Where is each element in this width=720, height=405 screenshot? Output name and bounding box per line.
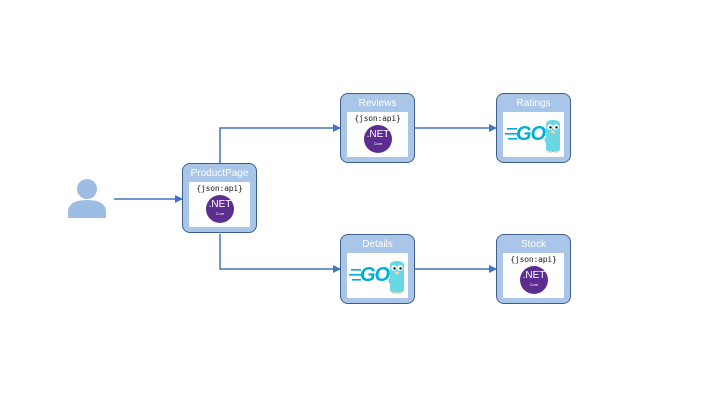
user-icon [68, 179, 106, 218]
service-title: ProductPage [190, 168, 249, 179]
jsonapi-label: {json:api} [196, 184, 243, 193]
go-speed-lines-icon [349, 269, 361, 281]
service-title: Stock [520, 239, 546, 250]
arrow-productpage-to-reviews [219, 124, 341, 163]
service-title: Reviews [358, 98, 397, 109]
dotnet-core-icon: .NET Core [206, 195, 234, 223]
stock-service-box[interactable]: Stock {json:api} .NET Core [496, 234, 571, 304]
dotnet-jsonapi-logo: {json:api} .NET Core [347, 112, 408, 157]
productpage-service-box[interactable]: ProductPage {json:api} .NET Core [182, 163, 257, 233]
go-gopher-logo: GO [347, 253, 408, 298]
details-service-box[interactable]: Details GO [340, 234, 415, 304]
dotnet-core-label: Core [373, 141, 383, 146]
dotnet-core-label: Core [529, 282, 539, 287]
go-label: GO [516, 123, 546, 145]
gopher-icon [388, 261, 404, 294]
go-speed-lines-icon [505, 128, 517, 140]
dotnet-jsonapi-logo: {json:api} .NET Core [503, 253, 564, 298]
jsonapi-label: {json:api} [510, 255, 557, 264]
go-label: GO [360, 264, 390, 286]
go-gopher-logo: GO [503, 112, 564, 157]
service-title: Details [362, 239, 393, 250]
dotnet-core-icon: .NET Core [364, 125, 392, 153]
dotnet-label: .NET [522, 270, 546, 281]
dotnet-label: .NET [208, 199, 232, 210]
dotnet-core-label: Core [215, 211, 225, 216]
dotnet-label: .NET [366, 129, 390, 140]
ratings-service-box[interactable]: Ratings GO [496, 93, 571, 163]
dotnet-jsonapi-logo: {json:api} .NET Core [189, 182, 250, 227]
reviews-service-box[interactable]: Reviews {json:api} .NET Core [340, 93, 415, 163]
jsonapi-label: {json:api} [354, 114, 401, 123]
dotnet-core-icon: .NET Core [520, 266, 548, 294]
service-title: Ratings [516, 98, 551, 109]
arrow-productpage-to-details [219, 234, 341, 273]
gopher-icon [544, 120, 560, 153]
